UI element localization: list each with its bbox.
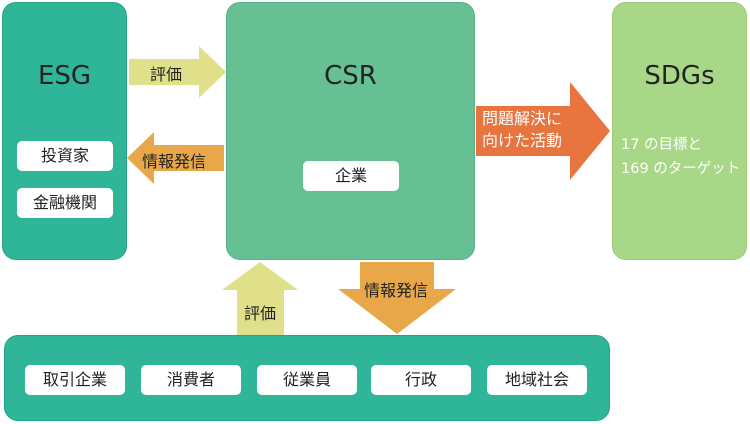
sdgs-targets-line: 169 のターゲット: [621, 161, 741, 177]
esg-item-investors: 投資家: [17, 141, 113, 171]
sdgs-box: SDGs 17 の目標と 169 のターゲット: [612, 2, 747, 260]
stakeholder-trading-partners: 取引企業: [25, 365, 125, 395]
arrow-label-evaluation-bottom: 評価: [244, 304, 277, 323]
arrow-label-solution-activities: 問題解決に 向けた活動: [482, 108, 562, 152]
arrow-label-solution-line2: 向けた活動: [482, 131, 563, 150]
sdgs-title: SDGs: [644, 61, 715, 91]
csr-title: CSR: [324, 61, 377, 91]
arrow-csr-to-sdgs: [476, 82, 610, 180]
stakeholder-local-community: 地域社会: [487, 365, 587, 395]
arrow-csr-to-stakeholders: [338, 262, 456, 334]
arrow-esg-to-csr: [129, 46, 226, 98]
arrow-csr-to-esg: [127, 132, 224, 184]
stakeholder-consumers: 消費者: [141, 365, 241, 395]
sdgs-goals-text: 17 の目標と 169 のターゲット: [621, 133, 740, 181]
stakeholders-box: 取引企業 消費者 従業員 行政 地域社会: [4, 335, 610, 421]
esg-title: ESG: [37, 61, 92, 91]
stakeholder-government: 行政: [371, 365, 471, 395]
arrow-label-evaluation-top: 評価: [150, 65, 183, 84]
csr-box: CSR 企業: [226, 2, 475, 260]
csr-item-company: 企業: [303, 161, 399, 191]
arrow-stakeholders-to-csr: [222, 262, 298, 335]
stakeholder-employees: 従業員: [257, 365, 357, 395]
esg-box: ESG 投資家 金融機関: [2, 2, 127, 260]
sdgs-goals-line: 17 の目標と: [621, 137, 703, 153]
arrow-label-solution-line1: 問題解決に: [482, 109, 563, 128]
arrow-label-information-bottom: 情報発信: [364, 281, 429, 300]
esg-item-financial-institutions: 金融機関: [17, 188, 113, 218]
arrow-label-information-left: 情報発信: [142, 152, 207, 171]
